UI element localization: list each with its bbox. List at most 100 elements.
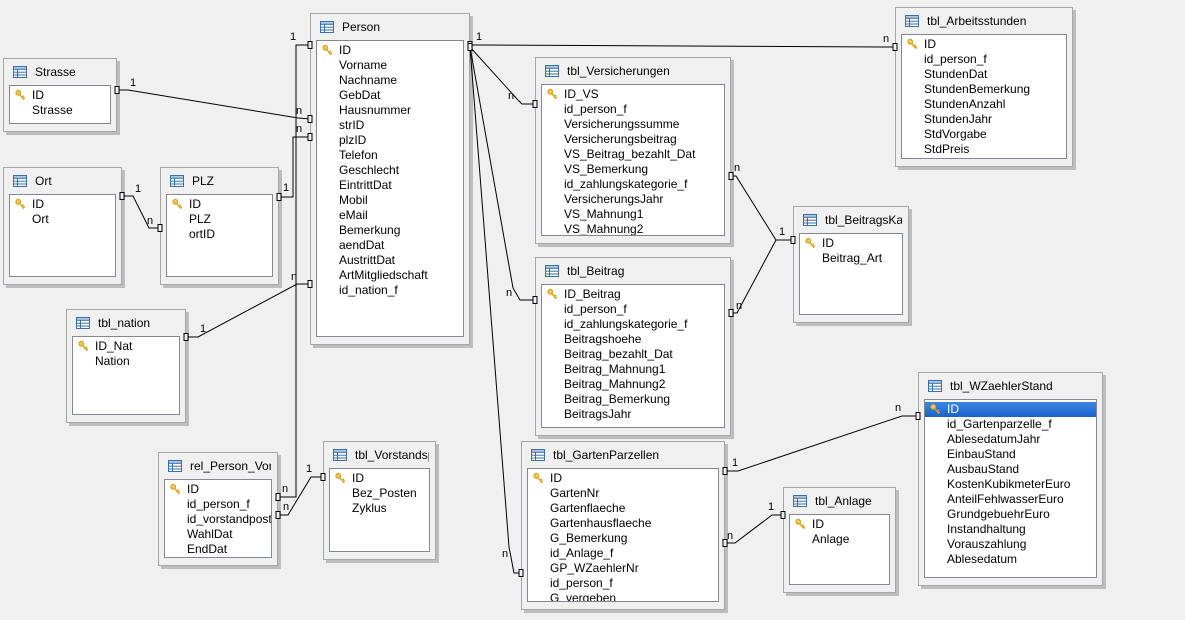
field-row-Beitrag_bezahlt_Dat[interactable]: Beitrag_bezahlt_Dat [542, 347, 724, 362]
field-row-VS_Mahnung1[interactable]: VS_Mahnung1 [542, 207, 724, 222]
relationship-line-beitragskateg-beitrag[interactable] [731, 239, 793, 314]
field-row-Versicherungssumme[interactable]: Versicherungssumme [542, 117, 724, 132]
field-row-GebDat[interactable]: GebDat [317, 88, 463, 103]
field-row-ID[interactable]: ID [800, 236, 902, 251]
field-row-Beitragshoehe[interactable]: Beitragshoehe [542, 332, 724, 347]
field-row-GP_WZaehlerNr[interactable]: GP_WZaehlerNr [528, 561, 718, 576]
field-row-Strasse[interactable]: Strasse [10, 103, 110, 118]
field-row-Nation[interactable]: Nation [73, 354, 179, 369]
field-row-VS_Beitrag_bezahlt_Dat[interactable]: VS_Beitrag_bezahlt_Dat [542, 147, 724, 162]
field-row-StundenDat[interactable]: StundenDat [902, 67, 1066, 82]
field-row-Geschlecht[interactable]: Geschlecht [317, 163, 463, 178]
field-row-Versicherungsbeitrag[interactable]: Versicherungsbeitrag [542, 132, 724, 147]
field-row-Anlage[interactable]: Anlage [790, 532, 889, 547]
relationship-line-person-relvorstand[interactable] [278, 44, 310, 498]
field-row-Beitrag_Mahnung1[interactable]: Beitrag_Mahnung1 [542, 362, 724, 377]
table-title-bar[interactable]: tbl_nation [67, 310, 185, 336]
field-row-Gartenhausflaeche[interactable]: Gartenhausflaeche [528, 516, 718, 531]
field-row-ortID[interactable]: ortID [167, 227, 272, 242]
table-title-bar[interactable]: tbl_Anlage [784, 488, 895, 514]
field-row-Nachname[interactable]: Nachname [317, 73, 463, 88]
field-row-Vorname[interactable]: Vorname [317, 58, 463, 73]
field-row-Bemerkung[interactable]: Bemerkung [317, 223, 463, 238]
table-title-bar[interactable]: Person [311, 14, 469, 40]
table-title-bar[interactable]: Ort [4, 168, 121, 194]
table-title-bar[interactable]: tbl_BeitragsKateg [794, 207, 908, 233]
field-row-id_nation_f[interactable]: id_nation_f [317, 283, 463, 298]
field-row-WahlDat[interactable]: WahlDat [165, 527, 271, 542]
field-row-ID[interactable]: ID [10, 197, 115, 212]
table-title-bar[interactable]: Strasse [4, 59, 116, 85]
field-row-EndDat[interactable]: EndDat [165, 542, 271, 557]
field-row-ID_Nat[interactable]: ID_Nat [73, 339, 179, 354]
field-row-ID[interactable]: ID [790, 517, 889, 532]
field-row-StdVorgabe[interactable]: StdVorgabe [902, 127, 1066, 142]
field-row-plzID[interactable]: plzID [317, 133, 463, 148]
field-row-StundenJahr[interactable]: StundenJahr [902, 112, 1066, 127]
relationship-line-anlage-gartenparzellen[interactable] [725, 514, 783, 544]
field-row-Telefon[interactable]: Telefon [317, 148, 463, 163]
field-row-ID[interactable]: ID [167, 197, 272, 212]
field-row-VS_Mahnung2[interactable]: VS_Mahnung2 [542, 222, 724, 235]
field-row-Mobil[interactable]: Mobil [317, 193, 463, 208]
field-row-StundenBemerkung[interactable]: StundenBemerkung [902, 82, 1066, 97]
field-row-GrundgebuehrEuro[interactable]: GrundgebuehrEuro [925, 507, 1096, 522]
field-row-ID[interactable]: ID [330, 471, 429, 486]
table-title-bar[interactable]: tbl_Versicherungen [536, 58, 730, 84]
table-title-bar[interactable]: tbl_Beitrag [536, 258, 730, 284]
field-row-Zyklus[interactable]: Zyklus [330, 501, 429, 516]
table-title-bar[interactable]: tbl_Arbeitsstunden [896, 8, 1072, 34]
field-row-id_vorstandposte[interactable]: id_vorstandposte [165, 512, 271, 527]
field-row-AblesedatumJahr[interactable]: AblesedatumJahr [925, 432, 1096, 447]
field-row-PLZ[interactable]: PLZ [167, 212, 272, 227]
field-row-ID[interactable]: ID [10, 88, 110, 103]
field-row-aendDat[interactable]: aendDat [317, 238, 463, 253]
field-row-EintrittDat[interactable]: EintrittDat [317, 178, 463, 193]
field-row-StundenAnzahl[interactable]: StundenAnzahl [902, 97, 1066, 112]
field-row-ID[interactable]: ID [902, 37, 1066, 52]
field-row-Instandhaltung[interactable]: Instandhaltung [925, 522, 1096, 537]
field-row-id_person_f[interactable]: id_person_f [902, 52, 1066, 67]
field-row-Beitrag_Bemerkung[interactable]: Beitrag_Bemerkung [542, 392, 724, 407]
field-row-G_Bemerkung[interactable]: G_Bemerkung [528, 531, 718, 546]
field-row-Bez_Posten[interactable]: Bez_Posten [330, 486, 429, 501]
field-row-ID[interactable]: ID [925, 402, 1096, 417]
field-row-Vorauszahlung[interactable]: Vorauszahlung [925, 537, 1096, 552]
relationship-line-strasse-person[interactable] [117, 89, 311, 120]
field-row-eMail[interactable]: eMail [317, 208, 463, 223]
field-row-id_person_f[interactable]: id_person_f [528, 576, 718, 591]
field-row-VersicherungsJahr[interactable]: VersicherungsJahr [542, 192, 724, 207]
field-row-id_Anlage_f[interactable]: id_Anlage_f [528, 546, 718, 561]
field-row-VS_Bemerkung[interactable]: VS_Bemerkung [542, 162, 724, 177]
field-row-id_person_f[interactable]: id_person_f [542, 302, 724, 317]
field-row-Ablesedatum[interactable]: Ablesedatum [925, 552, 1096, 567]
field-row-strID[interactable]: strID [317, 118, 463, 133]
table-title-bar[interactable]: tbl_WZaehlerStand [919, 373, 1102, 399]
relationship-line-ort-plz[interactable] [122, 195, 160, 229]
relationship-line-person-gartenparzellen[interactable] [469, 46, 521, 574]
table-window-beitragskateg[interactable]: tbl_BeitragsKategIDBeitrag_Art [793, 206, 909, 323]
field-row-ArtMitgliedschaft[interactable]: ArtMitgliedschaft [317, 268, 463, 283]
field-row-AustrittDat[interactable]: AustrittDat [317, 253, 463, 268]
field-row-id_person_f[interactable]: id_person_f [165, 497, 271, 512]
field-row-id_zahlungskategorie_f[interactable]: id_zahlungskategorie_f [542, 177, 724, 192]
field-row-Beitrag_Art[interactable]: Beitrag_Art [800, 251, 902, 266]
table-title-bar[interactable]: rel_Person_Vorsta [159, 453, 277, 479]
field-row-ID[interactable]: ID [165, 482, 271, 497]
field-row-id_person_f[interactable]: id_person_f [542, 102, 724, 117]
field-row-EinbauStand[interactable]: EinbauStand [925, 447, 1096, 462]
field-row-ID[interactable]: ID [317, 43, 463, 58]
field-row-ID_Beitrag[interactable]: ID_Beitrag [542, 287, 724, 302]
field-row-AnteilFehlwasserEuro[interactable]: AnteilFehlwasserEuro [925, 492, 1096, 507]
relationship-line-nation-person[interactable] [186, 283, 310, 338]
